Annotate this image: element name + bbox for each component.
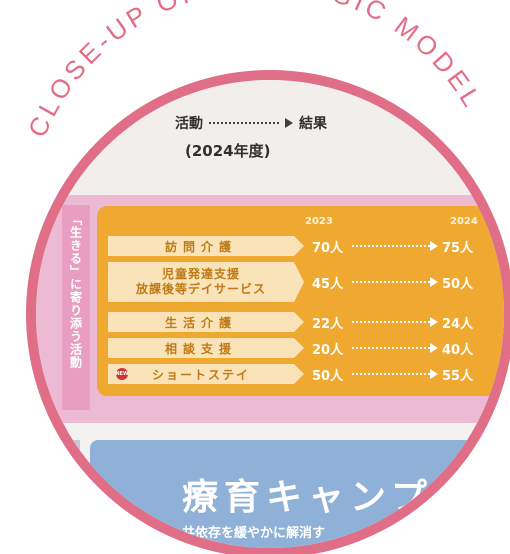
arrow-right-icon xyxy=(430,317,438,327)
service-name: 児童発達支援 xyxy=(161,267,240,281)
activity-label: 活動 xyxy=(175,116,203,132)
row-service-label: 相談支援 xyxy=(108,338,304,358)
service-name-line2: 放課後等デイサービス xyxy=(135,282,266,296)
value-2023: 20人 xyxy=(312,342,344,358)
dotted-line xyxy=(352,321,430,323)
value-2023: 22人 xyxy=(312,316,344,332)
value-2023: 45人 xyxy=(312,276,344,292)
dotted-line xyxy=(352,281,430,283)
arrow-right-icon xyxy=(430,369,438,379)
camp-subtitle: 共依存を緩やかに解消す xyxy=(182,526,326,541)
closeup-lens: 活動 結果 (2024年度) 「生きる」に寄り添う活動 2023 2024 訪問… xyxy=(26,70,510,554)
dotted-line xyxy=(352,347,430,349)
table-row: NEW ショートステイ 50人 55人 xyxy=(108,364,473,384)
row-service-label: 生活介護 xyxy=(108,312,304,332)
arrow-right-icon xyxy=(285,118,293,128)
activity-result-header: 活動 結果 xyxy=(175,113,327,133)
fiscal-year-label: (2024年度) xyxy=(185,142,271,160)
year-from-header: 2023 xyxy=(305,216,333,227)
camp-section-panel xyxy=(90,440,504,548)
result-label: 結果 xyxy=(299,116,327,132)
service-name: ショートステイ xyxy=(151,367,250,382)
new-badge-icon: NEW xyxy=(115,368,129,380)
value-2024: 50人 xyxy=(442,276,474,292)
value-2023: 70人 xyxy=(312,240,344,256)
row-service-label: 訪問介護 xyxy=(108,236,304,256)
lens-content: 活動 結果 (2024年度) 「生きる」に寄り添う活動 2023 2024 訪問… xyxy=(36,80,504,548)
header-band xyxy=(36,80,504,195)
section-side-label: 「生きる」に寄り添う活動 xyxy=(62,205,90,410)
service-name: 訪問介護 xyxy=(164,239,237,254)
table-row: 生活介護 22人 24人 xyxy=(108,312,473,332)
table-row: 児童発達支援 放課後等デイサービス 45人 50人 xyxy=(108,262,473,302)
dotted-line xyxy=(352,373,430,375)
camp-title: 療育キャンプ xyxy=(182,477,433,518)
value-2024: 75人 xyxy=(442,240,474,256)
value-2024: 24人 xyxy=(442,316,474,332)
table-row: 訪問介護 70人 75人 xyxy=(108,236,473,256)
value-2024: 55人 xyxy=(442,368,474,384)
arrow-right-icon xyxy=(430,343,438,353)
arrow-right-icon xyxy=(430,277,438,287)
service-name: 生活介護 xyxy=(164,315,237,330)
arrow-right-icon xyxy=(430,241,438,251)
dotted-line xyxy=(352,245,430,247)
value-2024: 40人 xyxy=(442,342,474,358)
year-to-header: 2024 xyxy=(450,216,478,227)
dotted-line xyxy=(209,122,279,124)
row-service-label: 児童発達支援 放課後等デイサービス xyxy=(108,262,304,302)
table-row: 相談支援 20人 40人 xyxy=(108,338,473,358)
service-name: 相談支援 xyxy=(164,341,237,356)
row-service-label: NEW ショートステイ xyxy=(108,364,304,384)
value-2023: 50人 xyxy=(312,368,344,384)
next-section-side-tab xyxy=(50,440,80,480)
